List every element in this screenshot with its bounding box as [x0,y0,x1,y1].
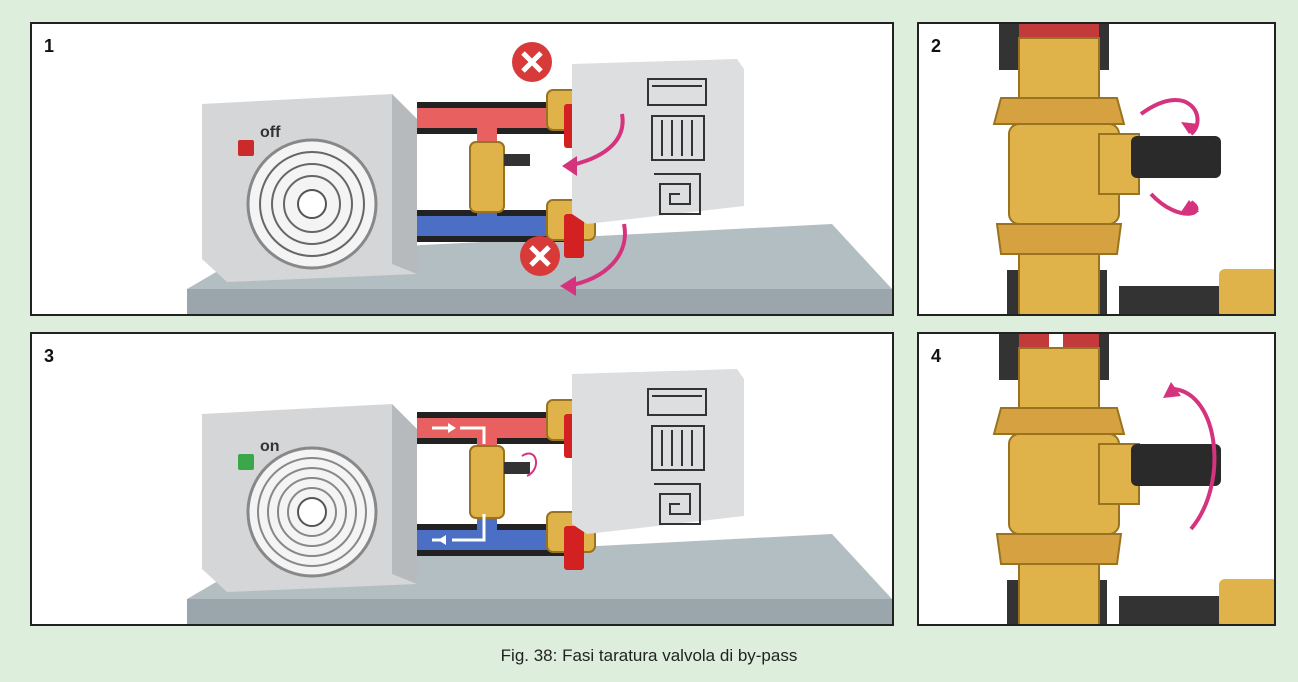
valve-knob [504,154,530,166]
panel-step-1: 1 off [30,22,894,316]
panel-step-2: 2 [917,22,1276,316]
valve-knob [504,462,530,474]
base-platform [187,289,892,314]
valve-body-top [1018,37,1100,99]
status-label: off [260,124,281,141]
step-number: 3 [44,346,55,366]
off-indicator-light [238,140,254,156]
fan-hub [297,497,327,527]
base-platform [187,599,892,624]
step-number: 2 [931,36,942,56]
indoor-unit [572,59,744,224]
figure-caption: Fig. 38: Fasi taratura valvola di by-pas… [500,646,798,665]
valve-body-top [1018,347,1100,409]
emitter-icons [647,78,707,215]
on-indicator-light [238,454,254,470]
panel-step-4: 4 [917,332,1276,626]
valve-closeup-illustration [992,334,1274,624]
adjustment-knob [1131,136,1221,178]
valve-closeup-illustration [992,24,1274,314]
adjustment-knob [1131,444,1221,486]
step-number: 4 [931,346,942,366]
bypass-valve [469,141,505,213]
valve-handle-cold [564,526,584,570]
status-label: on [260,438,280,455]
blocked-icon-top [512,42,552,82]
heat-pump-off-illustration: off [187,42,892,314]
rotation-arrow [1173,387,1217,531]
bypass-valve [469,445,505,519]
fan-hub [297,189,327,219]
small-rotation-arrow [521,452,537,477]
flow-arrow-bottom [566,223,627,288]
flow-arrow-top [566,113,625,168]
valve-handle-cold [564,214,584,258]
panel-step-3: 3 on [30,332,894,626]
step-number: 1 [44,36,55,56]
heat-pump-on-illustration: on [187,369,892,624]
flow-arrow-cold [452,514,486,542]
rotation-arrow-bottom [1149,192,1199,216]
blocked-icon-bottom [520,236,560,276]
indoor-unit [572,369,744,534]
rotation-arrow-top [1139,98,1200,136]
emitter-icons [647,388,707,525]
